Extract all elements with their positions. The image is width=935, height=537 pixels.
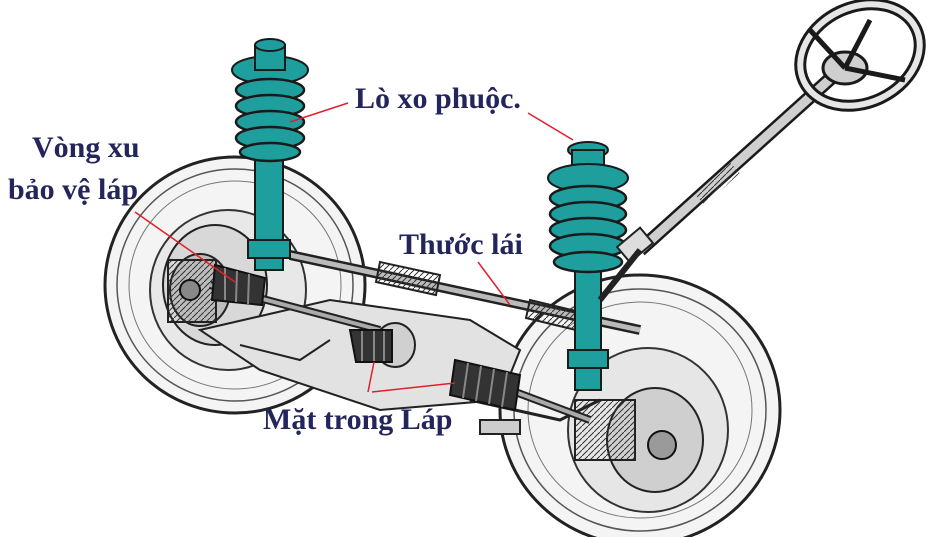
left-coil-spring-icon	[232, 39, 308, 161]
leader-spring-right	[528, 113, 573, 140]
label-boot-line2: bảo vệ láp	[8, 175, 138, 205]
label-boot-line1: Vòng xu	[32, 133, 140, 163]
label-steering-rack: Thước lái	[399, 230, 523, 260]
inner-cv-joint-left	[350, 323, 415, 367]
label-coil-spring: Lò xo phuộc.	[355, 84, 521, 114]
rack-boot-left	[376, 262, 440, 295]
right-coil-spring-icon	[548, 142, 628, 272]
label-inner-cv: Mặt trong Láp	[263, 405, 452, 435]
steering-column	[600, 70, 840, 300]
